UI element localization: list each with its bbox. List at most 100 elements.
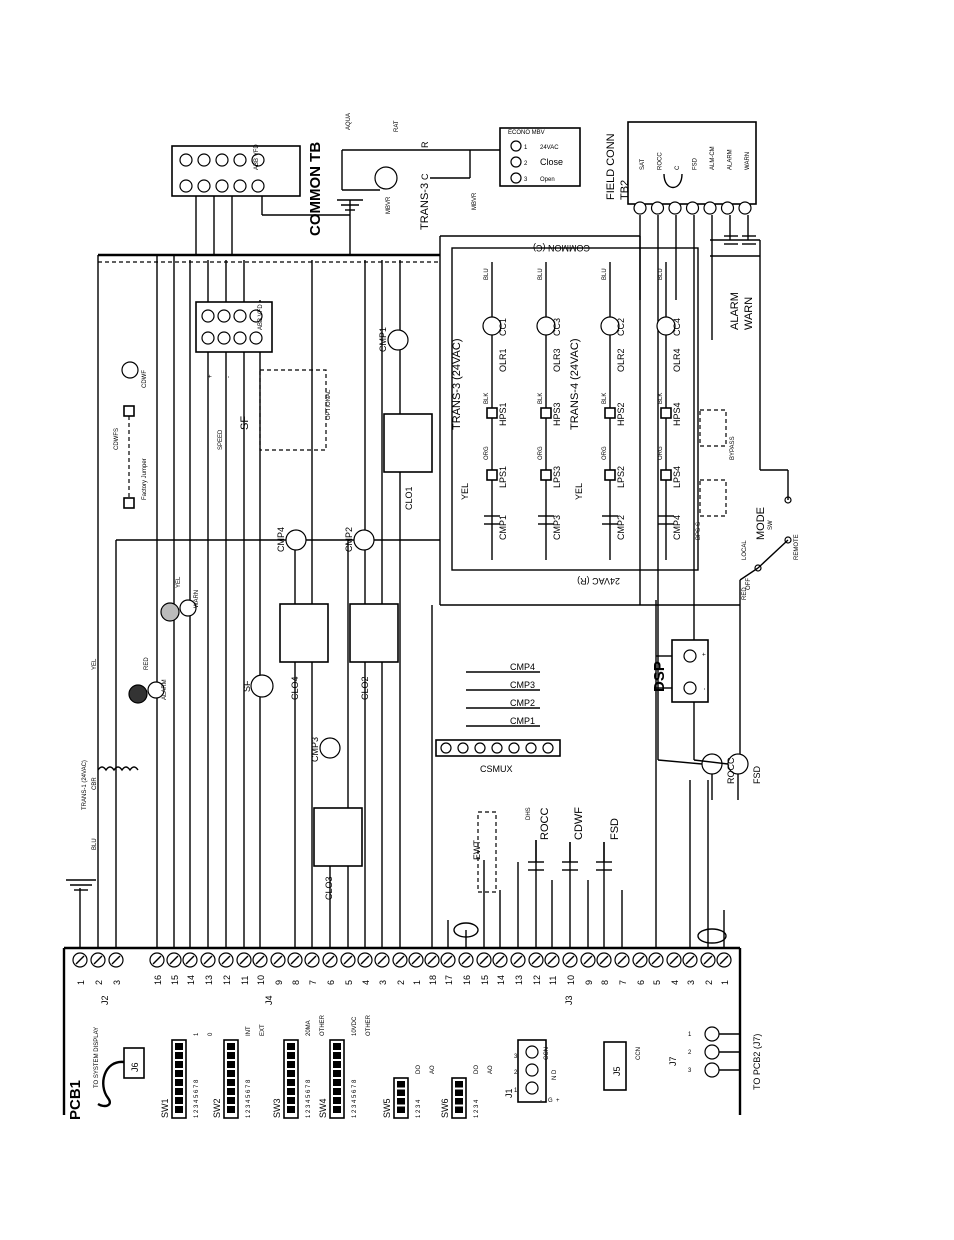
j4-terminal-screw xyxy=(239,955,249,965)
j1-ccn: CCN xyxy=(544,1047,550,1060)
dip-switch-lever xyxy=(175,1052,183,1059)
dip-switch-lever xyxy=(333,1088,341,1095)
vfd-top-terminal xyxy=(251,153,265,167)
j4-pin-label: 8 xyxy=(291,980,301,985)
j3-terminal-screw xyxy=(617,955,627,965)
j6-connector: J6 TO SYSTEM DISPLAY xyxy=(94,1027,145,1108)
dip-switch-option-b: EXT xyxy=(260,1024,266,1036)
j4-terminal-screw xyxy=(203,955,213,965)
dip-switch-lever xyxy=(287,1097,295,1104)
pressure-switch-body xyxy=(604,407,616,419)
j5-ccn: CCN xyxy=(636,1047,642,1060)
j4-label: J4 xyxy=(264,995,274,1005)
red-led-label: RED xyxy=(144,657,150,670)
vfd-mid-terminal xyxy=(233,309,247,323)
cdwf-label: CDWF xyxy=(142,370,148,388)
tb2-terminal xyxy=(685,201,700,215)
j3-pin-label: 16 xyxy=(462,975,472,985)
dip-switch-numbers: 1 2 3 4 5 6 7 8 xyxy=(194,1079,200,1118)
dip-switch-lever xyxy=(287,1079,295,1086)
dip-switch-lever xyxy=(333,1079,341,1086)
contactor-coil-label: CC2 xyxy=(616,318,626,336)
yel-right-label-2: YEL xyxy=(574,483,584,500)
dip-switch-numbers: 1 2 3 4 xyxy=(416,1099,422,1118)
tb2-terminal-label: ROCC xyxy=(658,152,664,170)
vfd-mid-terminal xyxy=(217,309,231,323)
dip-switch-lever xyxy=(455,1106,463,1113)
j4-pin-label: 15 xyxy=(170,975,180,985)
dip-switch-lever xyxy=(227,1088,235,1095)
dip-switch-label: SW4 xyxy=(318,1098,328,1118)
dip-switch-lever xyxy=(287,1052,295,1059)
clo1-label: CLO1 xyxy=(404,486,414,510)
j3-pin-label: 6 xyxy=(636,980,646,985)
j2-terminal-screw xyxy=(75,955,85,965)
dip-switch-option-a: DO xyxy=(416,1065,422,1074)
j4-terminal-screw xyxy=(343,955,353,965)
off-label: OFF xyxy=(746,578,752,590)
compressor-label: CMP2 xyxy=(616,515,626,540)
dsp-minus: - xyxy=(702,688,708,690)
dip-switch-lever xyxy=(287,1088,295,1095)
top-bus xyxy=(98,235,720,606)
j4-terminal-screw xyxy=(290,955,300,965)
vfd-top-terminal xyxy=(215,153,229,167)
j4-pin-label: 11 xyxy=(240,976,250,985)
j2-pin-label: 2 xyxy=(94,980,104,985)
contactor-coil xyxy=(536,316,556,336)
j3-pin-label: 1 xyxy=(720,980,730,985)
contactor-coil xyxy=(600,316,620,336)
pressure-switch-body xyxy=(540,407,552,419)
dhs-label: DHS xyxy=(526,807,532,820)
contactor-coil xyxy=(656,316,676,336)
clo-boxes: CLO4 CMP4 CLO2 CMP2 CLO3 CMP3 CLO1 CMP1 xyxy=(276,327,433,900)
factory-jumper-label: Factory Jumper xyxy=(142,458,148,500)
j4-terminal-screw xyxy=(273,955,283,965)
yel-left-label: YEL xyxy=(92,658,98,670)
j3-pin-label: 15 xyxy=(480,975,490,985)
bypass-label: BYPASS xyxy=(730,436,736,460)
j1-pin-3: 3 xyxy=(514,1054,518,1060)
j1-minus: - xyxy=(540,1098,542,1104)
dip-switch-label: SW1 xyxy=(160,1098,170,1118)
tb2-terminal-label: SAT xyxy=(640,158,646,170)
vfd-top-terminal xyxy=(215,179,229,193)
csmux-terminal xyxy=(525,742,537,754)
j3-terminal-screw xyxy=(427,955,437,965)
csmux-terminal xyxy=(457,742,469,754)
cmp1-left-label: CMP1 xyxy=(378,327,388,352)
csmux-contact-label: CMP3 xyxy=(510,680,535,690)
cmp4-left-label: CMP4 xyxy=(276,527,286,552)
csmux-terminal xyxy=(508,742,520,754)
j3-terminal-screw xyxy=(635,955,645,965)
r-label: R xyxy=(420,141,430,148)
org-wire-label: ORG xyxy=(484,446,490,460)
yel-right-label-1: YEL xyxy=(460,483,470,500)
blu-wire-label: BLU xyxy=(658,268,664,280)
j4-pin-label: 4 xyxy=(361,980,371,985)
blk-wire-label: BLK xyxy=(602,393,608,404)
j4-pin-label: 3 xyxy=(378,980,388,985)
blu-wire-label: BLU xyxy=(538,268,544,280)
dip-switch-lever xyxy=(333,1061,341,1068)
high-pressure-switch-label: HPS3 xyxy=(552,402,562,426)
cdwfs-switch: CDWFS Factory Jumper CDWF xyxy=(114,361,148,509)
j6-label: J6 xyxy=(130,1062,140,1072)
j3-terminal-screw xyxy=(565,955,575,965)
fsd-relay-label: FSD xyxy=(752,765,762,784)
j4-pin-label: 12 xyxy=(222,975,232,985)
j4-terminal-screw xyxy=(377,955,387,965)
vfd-mid-terminal xyxy=(201,309,215,323)
j3-pin-label: 12 xyxy=(532,975,542,985)
blk-wire-label: BLK xyxy=(484,393,490,404)
j4-terminal-screw xyxy=(395,955,405,965)
j3-terminal-screw xyxy=(479,955,489,965)
j4-pin-label: 13 xyxy=(204,975,214,985)
j6-note: TO SYSTEM DISPLAY xyxy=(94,1027,100,1088)
dip-switch-label: SW2 xyxy=(212,1098,222,1118)
j7-label: J7 xyxy=(668,1056,678,1066)
